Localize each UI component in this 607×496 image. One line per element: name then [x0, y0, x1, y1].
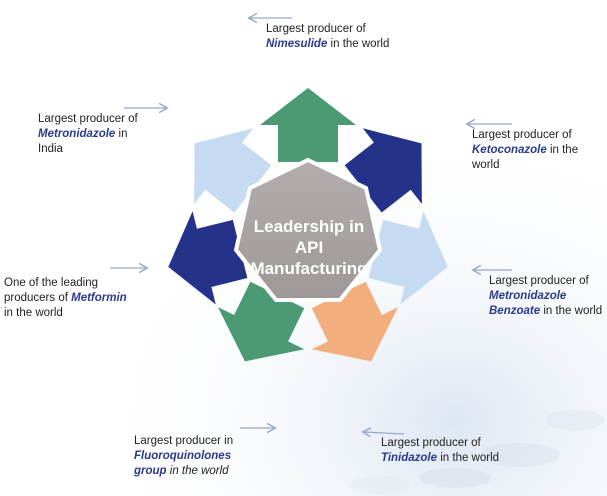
- label-line2: Nimesulide in the world: [266, 37, 389, 52]
- label-line2: Metronidazole in: [38, 127, 138, 142]
- label-prefix: Largest producer of: [381, 437, 481, 449]
- pointer-tinidazole: [364, 432, 405, 434]
- label-line3: India: [38, 143, 63, 155]
- label-prefix: Largest producer of: [489, 275, 589, 287]
- center-title-line1: Leadership in: [253, 217, 365, 236]
- drug-name-2: Benzoate: [489, 305, 541, 317]
- label-suffix: in the world: [327, 38, 390, 50]
- label-line3: world: [472, 159, 500, 171]
- label-line3: group in the world: [134, 464, 233, 479]
- label-suffix: in the: [546, 144, 579, 156]
- label-pointers: [110, 18, 512, 434]
- label-ketoconazole: Largest producer of Ketoconazole in the …: [472, 128, 578, 173]
- label-line3: in the world: [4, 307, 63, 319]
- label-nimesulide: Largest producer of Nimesulide in the wo…: [266, 22, 389, 52]
- label-prefix: Largest producer in: [134, 435, 234, 447]
- label-fluoroquinolones: Largest producer in Fluoroquinolones gro…: [134, 434, 233, 479]
- center-title-line2: API: [294, 238, 324, 257]
- center-title: Leadership in API Manufacturing: [236, 216, 382, 279]
- label-suffix: in the world: [540, 305, 603, 317]
- label-prefix: Largest producer of: [266, 23, 366, 35]
- drug-name: Metronidazole: [38, 128, 116, 140]
- drug-name: Nimesulide: [266, 38, 328, 50]
- label-line2: Tinidazole in the world: [381, 451, 499, 466]
- drug-name: Ketoconazole: [472, 144, 547, 156]
- label-line2: Fluoroquinolones: [134, 450, 232, 462]
- arrow-ring: [168, 88, 448, 362]
- label-suffix: in the world: [166, 465, 229, 477]
- label-suffix: in: [115, 128, 128, 140]
- label-line3: Benzoate in the world: [489, 304, 602, 319]
- label-prefix: Largest producer of: [472, 129, 572, 141]
- label-suffix: in the world: [437, 452, 500, 464]
- center-hub: [233, 157, 383, 302]
- label-prefix: Largest producer of: [38, 113, 138, 125]
- drug-name: Tinidazole: [381, 452, 438, 464]
- label-line2: producers of Metformin: [4, 291, 127, 306]
- label-prefix: One of the leading: [4, 277, 98, 289]
- label-metronidazole-india: Largest producer of Metronidazole in Ind…: [38, 112, 138, 157]
- label-prefix-2: producers of: [4, 292, 72, 304]
- arrow-block-ketoconazole: [344, 128, 422, 213]
- label-metformin: One of the leading producers of Metformi…: [4, 276, 127, 321]
- drug-name-2: group: [134, 465, 167, 477]
- drug-name: Metformin: [71, 292, 127, 304]
- center-title-line3: Manufacturing: [250, 259, 368, 278]
- arrow-block-metronidazole-benzoate: [368, 211, 448, 305]
- label-tinidazole: Largest producer of Tinidazole in the wo…: [381, 436, 499, 466]
- label-metronidazole-benzoate: Largest producer of Metronidazole Benzoa…: [489, 274, 602, 319]
- label-line2: Ketoconazole in the: [472, 143, 578, 158]
- arrow-block-nimesulide: [260, 88, 356, 162]
- arrow-block-metronidazole-india: [194, 128, 272, 213]
- label-line2: Metronidazole: [489, 290, 567, 302]
- arrow-block-metformin: [168, 211, 248, 305]
- pill-backdrop: [350, 410, 605, 494]
